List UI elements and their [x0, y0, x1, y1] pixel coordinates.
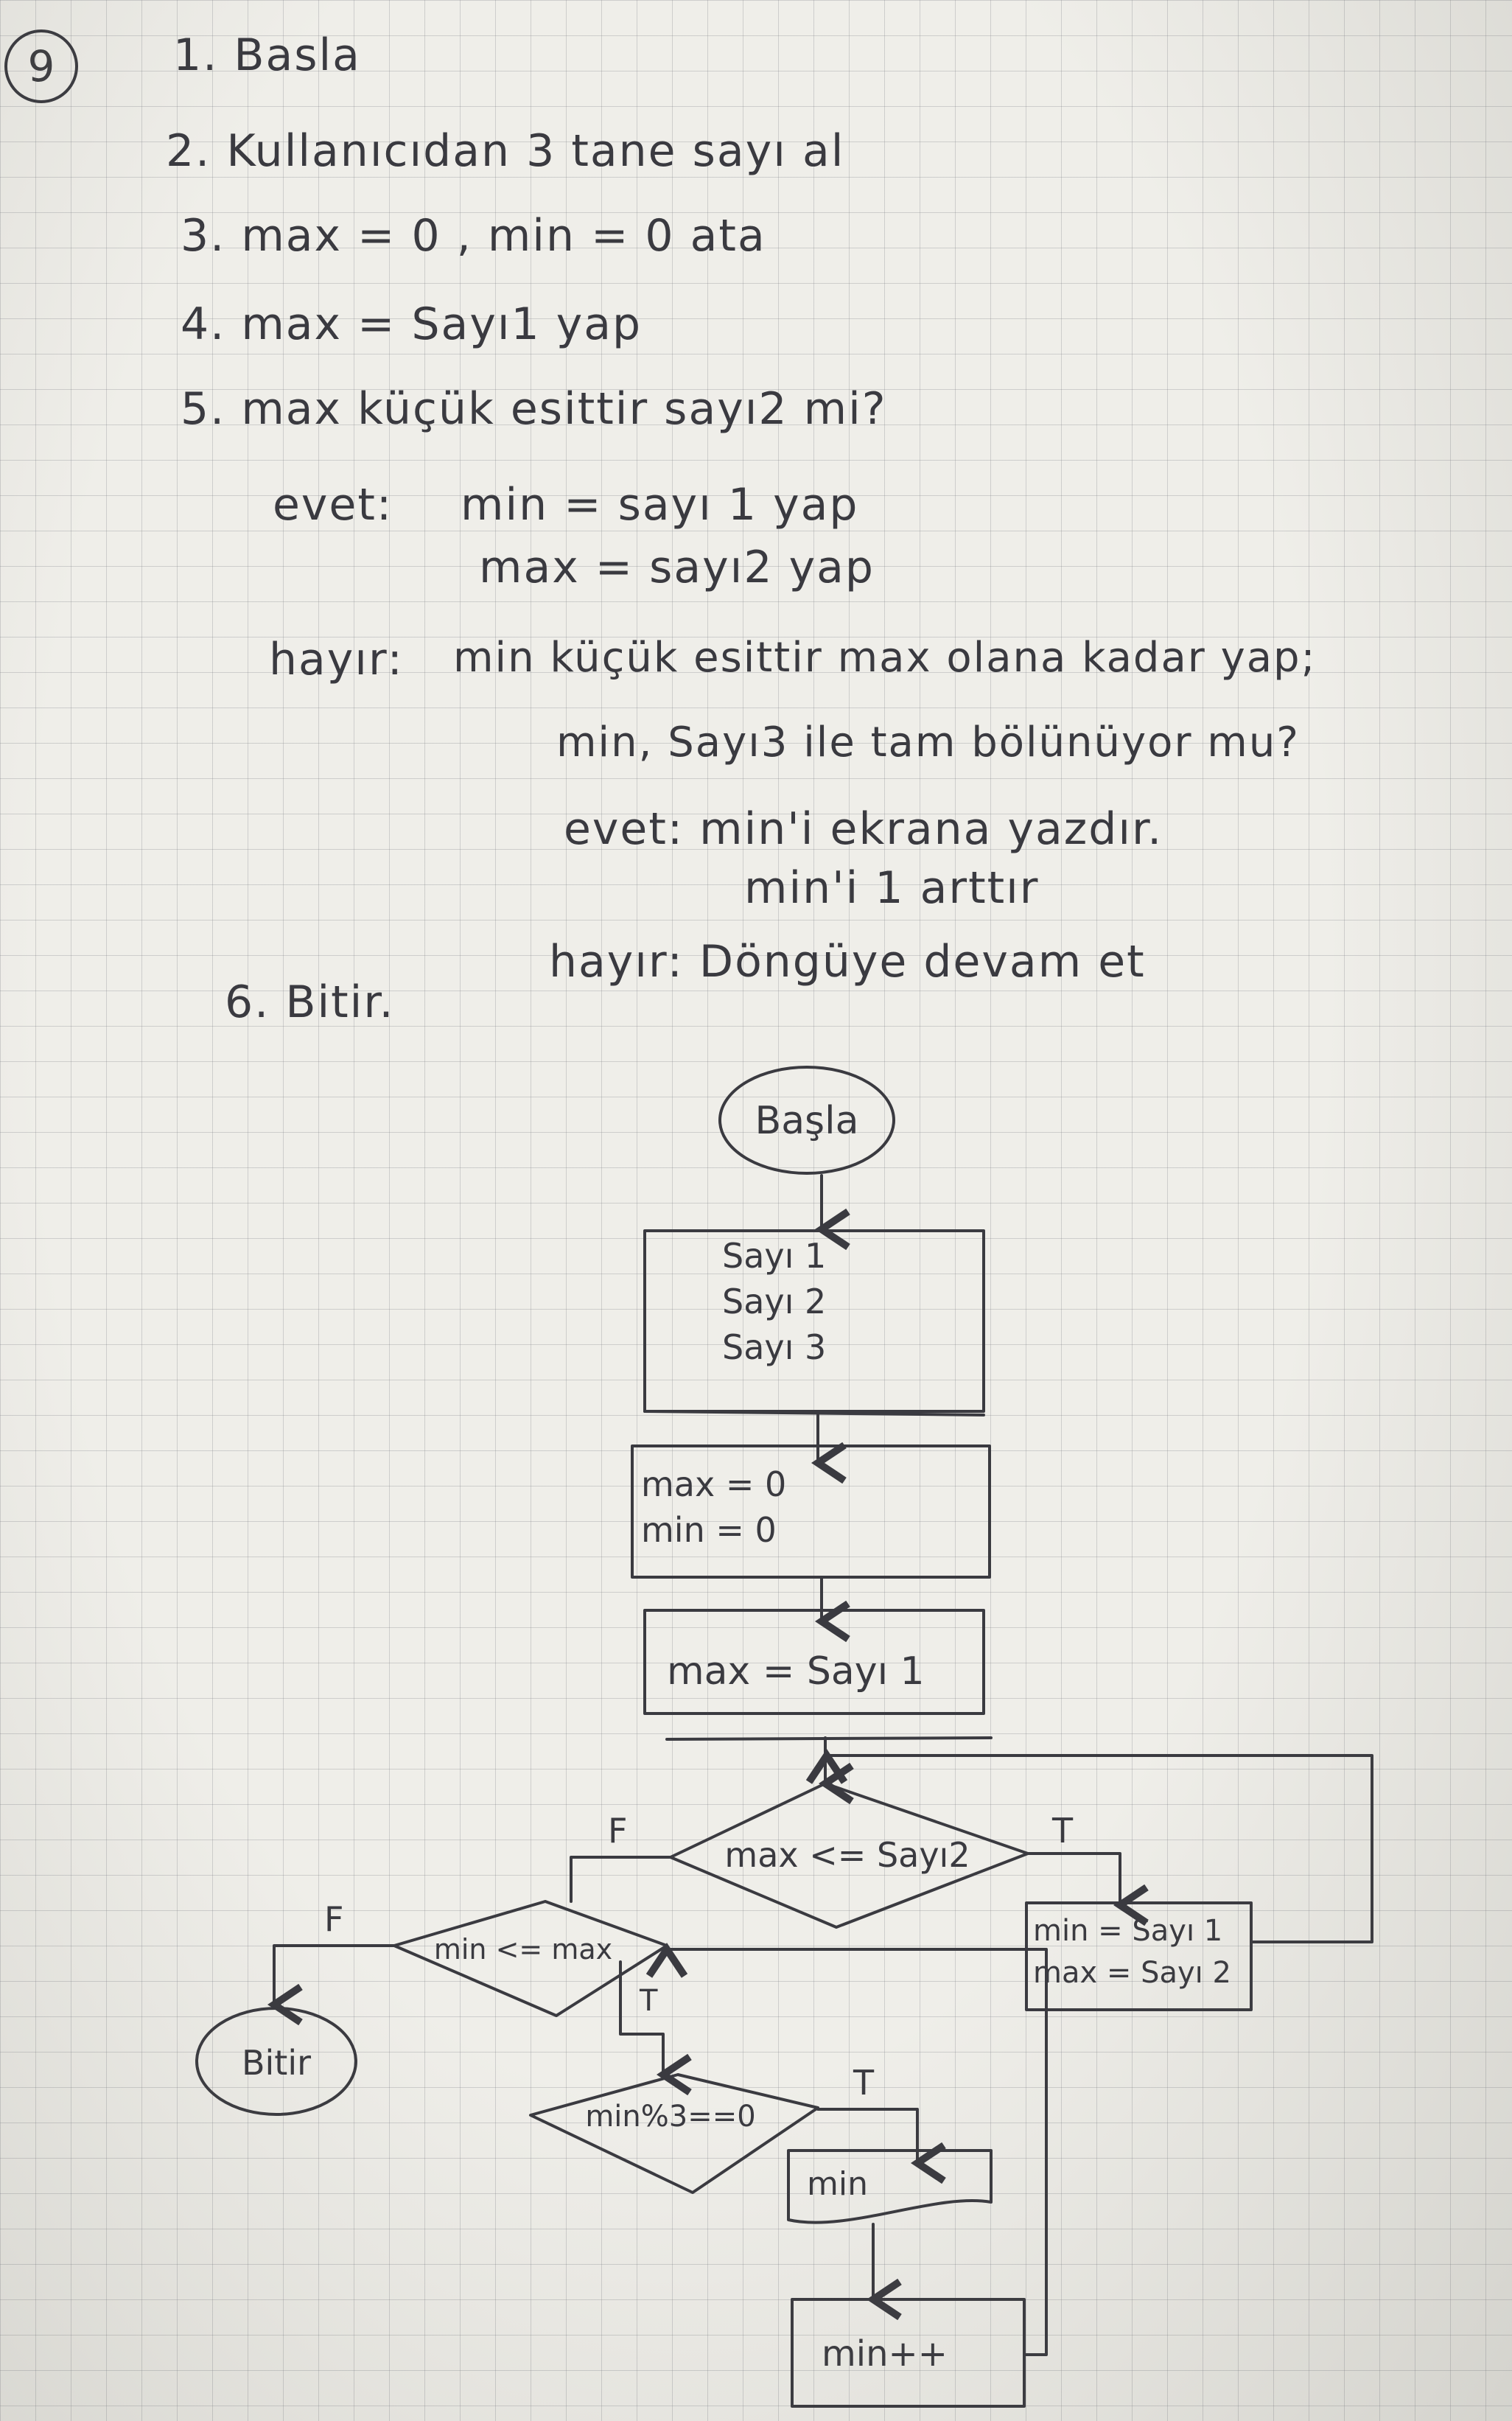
decision3-text: min%3==0 [585, 2100, 755, 2134]
swap-2-text: max = Sayı 2 [1033, 1956, 1231, 1990]
step-3: 3. max = 0 , min = 0 ata [181, 210, 766, 262]
hayir-line-1: min küçük esittir max olana kadar yap; [453, 634, 1317, 682]
decision2-diamond [393, 1900, 668, 2017]
assign-text: max = Sayı 1 [667, 1649, 925, 1694]
step-2: 2. Kullanıcıdan 3 tane sayı al [166, 125, 845, 177]
input-1-text: Sayı 1 [722, 1236, 826, 1276]
loop-evet-line-2: min'i 1 arttır [744, 862, 1040, 914]
evet-line-2: max = sayı2 yap [479, 542, 875, 593]
end-text: Bitir [242, 2043, 311, 2083]
decision1-text: max <= Sayı2 [724, 1835, 970, 1875]
init-2-text: min = 0 [641, 1510, 777, 1550]
decision1-diamond [669, 1782, 1029, 1929]
end-terminal [195, 2007, 357, 2116]
increment-box [791, 2298, 1026, 2408]
decision2-text: min <= max [434, 1933, 612, 1966]
step-5: 5. max küçük esittir sayı2 mi? [181, 383, 887, 435]
input-box-shadow [643, 1410, 985, 1416]
loop-back-edge-2 [667, 1949, 1048, 2356]
d3-true-edge [816, 2108, 917, 2163]
d1-false-edge [570, 1856, 672, 1903]
step-6: 6. Bitir. [225, 977, 395, 1028]
swap-box [1025, 1901, 1253, 2011]
step-4: 4. max = Sayı1 yap [181, 298, 643, 350]
page-number: 9 [27, 41, 55, 91]
input-box [643, 1229, 985, 1413]
page-number-badge: 9 [4, 29, 78, 103]
assign-box [643, 1609, 985, 1715]
loop-question: min, Sayı3 ile tam bölünüyor mu? [556, 719, 1301, 766]
swap-1-text: min = Sayı 1 [1033, 1914, 1222, 1948]
loop-back-edge [827, 1756, 1373, 1943]
hayir-label: hayır: [269, 634, 404, 685]
d2-false-label: F [324, 1899, 343, 1939]
assign-box-underline [665, 1736, 993, 1741]
step-1: 1. Basla [173, 29, 361, 81]
init-1-text: max = 0 [641, 1464, 786, 1504]
evet-label: evet: [273, 479, 393, 531]
init-box [631, 1444, 991, 1579]
decision3-diamond [529, 2073, 819, 2194]
d2-false-edge [274, 1944, 396, 2005]
d1-true-edge [1026, 1852, 1120, 1905]
start-text: Başla [755, 1099, 859, 1143]
input-2-text: Sayı 2 [722, 1282, 826, 1321]
evet-line-1: min = sayı 1 yap [461, 479, 859, 531]
output-shape [787, 2149, 993, 2224]
d1-true-label: T [1051, 1811, 1074, 1851]
output-text: min [807, 2165, 868, 2203]
increment-text: min++ [822, 2333, 948, 2375]
input-3-text: Sayı 3 [722, 1327, 826, 1367]
start-terminal [718, 1066, 895, 1175]
d2-true-label: T [639, 1984, 658, 2018]
d3-true-label: T [853, 2063, 875, 2103]
loop-evet-line-1: evet: min'i ekrana yazdır. [564, 803, 1163, 855]
d2-true-edge [619, 1960, 663, 2075]
loop-hayir: hayır: Döngüye devam et [549, 936, 1146, 988]
d1-false-label: F [608, 1811, 627, 1851]
